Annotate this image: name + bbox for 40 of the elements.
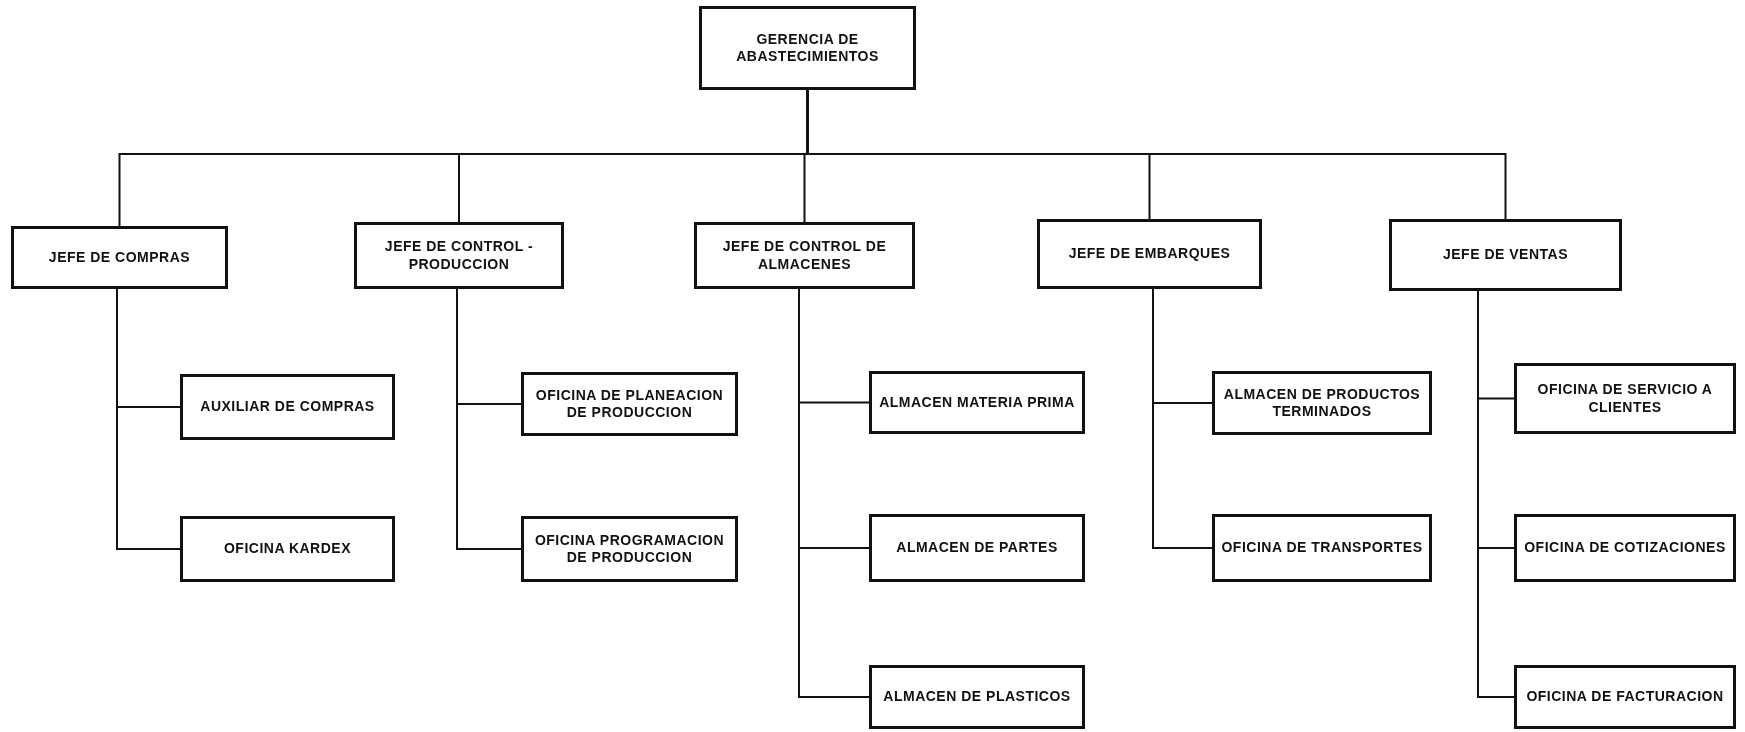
org-box [180,374,395,440]
connector-line [116,288,181,550]
box-label: OFICINA DE TRANSPORTES [1221,539,1423,557]
org-box [869,514,1085,582]
box-label: JEFE DE EMBARQUES [1068,245,1231,263]
box-label: JEFE DE COMPRAS [48,248,191,267]
box-label: AUXILIAR DE COMPRAS [200,398,375,416]
connector-line [806,89,1507,220]
org-box [1037,219,1262,289]
connector-line [456,288,522,550]
box-label: OFICINA DE SERVICIO A CLIENTES [1536,381,1714,416]
org-box [1514,514,1736,582]
box-label: OFICINA PROGRAMACION DE PRODUCCION [533,531,726,567]
org-box [180,516,395,582]
org-box [1514,665,1736,729]
org-box [694,222,915,289]
box-label: ALMACEN DE PRODUCTOS TERMINADOS [1222,385,1422,421]
org-box [1389,219,1622,291]
org-box [869,371,1085,434]
org-box [11,226,228,289]
org-box [1514,363,1736,434]
box-label: GERENCIA DE ABASTECIMIENTOS [735,30,880,66]
box-label: JEFE DE VENTAS [1443,246,1568,264]
box-label: JEFE DE CONTROL - PRODUCCION [383,238,535,273]
org-box [1212,371,1432,435]
connector-line [1152,288,1213,549]
org-box [521,372,738,436]
org-box [1212,514,1432,582]
box-label: OFICINA DE FACTURACION [1526,688,1724,706]
box-label: ALMACEN DE PLASTICOS [883,688,1071,706]
org-box [869,665,1085,729]
box-label: ALMACEN DE PARTES [896,539,1058,557]
box-label: OFICINA DE PLANEACION DE PRODUCCION [534,386,725,422]
box-label: OFICINA DE COTIZACIONES [1524,539,1726,557]
box-label: OFICINA KARDEX [223,540,351,558]
org-box [521,516,738,582]
org-box [354,222,564,289]
org-box [699,6,916,90]
box-label: ALMACEN MATERIA PRIMA [879,393,1075,412]
box-label: JEFE DE CONTROL DE ALMACENES [721,238,888,273]
